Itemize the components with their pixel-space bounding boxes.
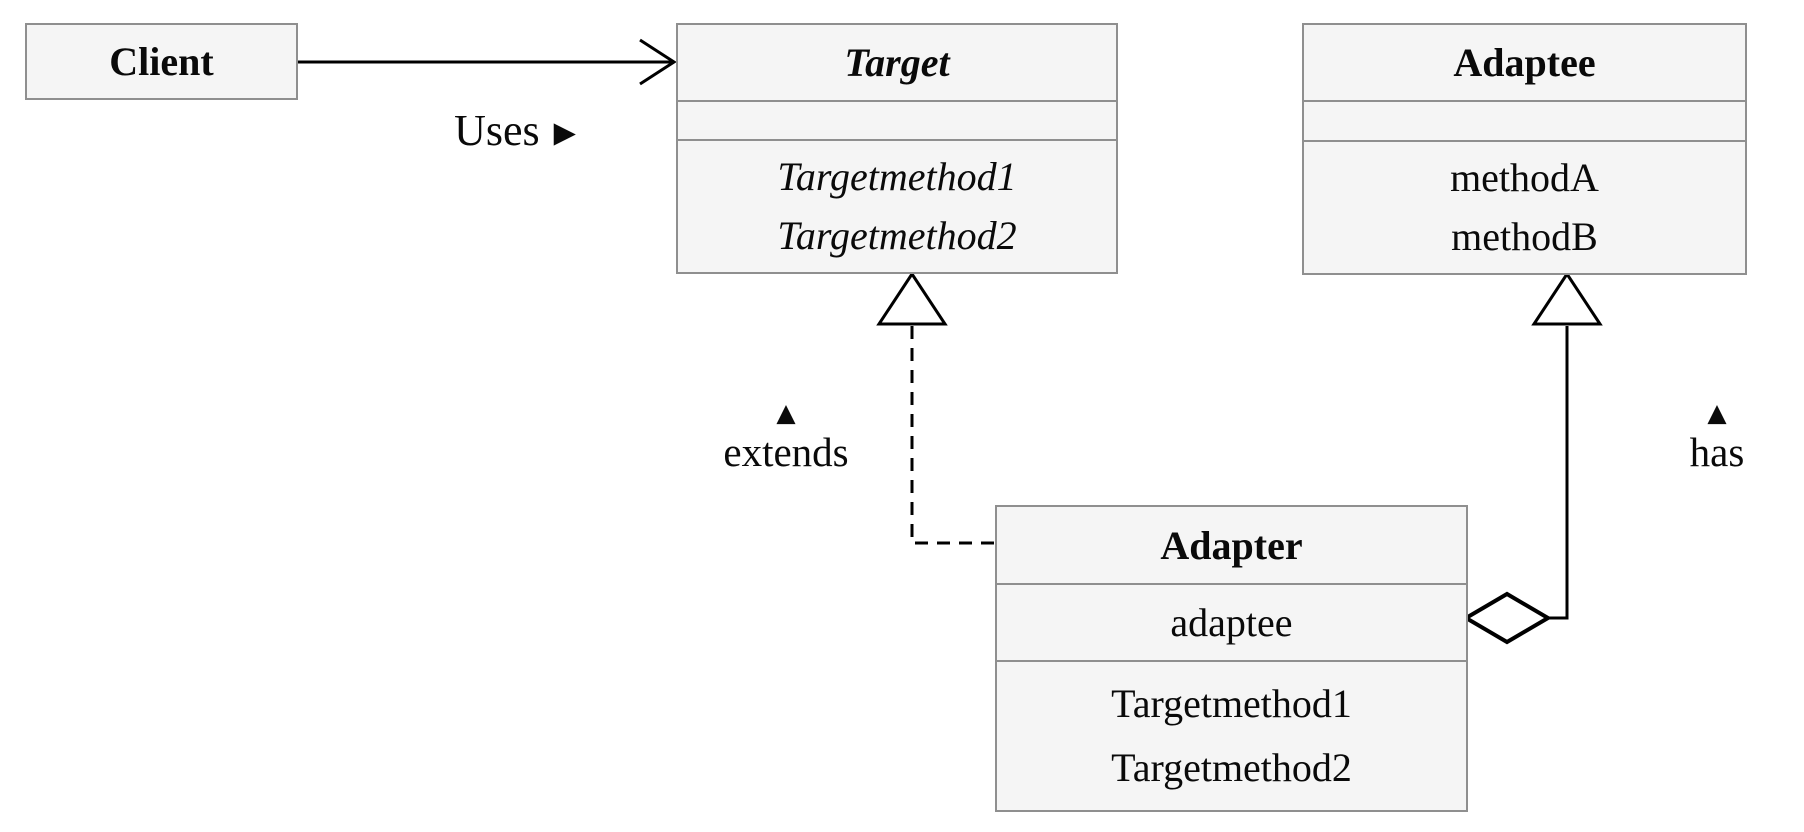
class-field: adaptee [997, 583, 1466, 660]
relation-label-has: ▲ has [1632, 400, 1802, 476]
uses-association-line [298, 38, 677, 86]
class-title-target: Target [844, 40, 950, 85]
class-method: Targetmethod2 [777, 212, 1017, 258]
class-box-client: Client [25, 23, 298, 100]
class-method: Targetmethod1 [777, 154, 1017, 200]
arrow-right-icon: ▶ [553, 115, 576, 149]
relation-label-text: extends [723, 429, 849, 475]
relation-label-text: Uses [454, 105, 540, 155]
has-aggregation-line [1462, 271, 1603, 645]
class-box-adapter: Adapter adaptee Targetmethod1 Targetmeth… [995, 505, 1468, 812]
class-title-adapter: Adapter [1160, 522, 1303, 568]
relation-label-extends: ▲ extends [701, 400, 871, 476]
class-box-adaptee: Adaptee methodA methodB [1302, 23, 1747, 275]
open-arrowhead-icon [639, 38, 677, 86]
arrow-up-icon: ▲ [776, 398, 796, 427]
class-title-client: Client [109, 39, 214, 84]
class-box-target: Target Targetmethod1 Targetmethod2 [676, 23, 1118, 274]
methods-compartment: Targetmethod1 Targetmethod2 [997, 660, 1466, 810]
class-method: Targetmethod2 [1111, 745, 1352, 790]
fields-compartment-empty [678, 100, 1116, 139]
class-method: methodB [1451, 213, 1598, 259]
methods-compartment: Targetmethod1 Targetmethod2 [678, 139, 1116, 272]
extends-realization-line [876, 271, 995, 545]
class-method: methodA [1450, 155, 1599, 201]
class-title-adaptee: Adaptee [1453, 40, 1596, 85]
methods-compartment: methodA methodB [1304, 140, 1745, 273]
relation-label-uses: Uses ▶ [420, 104, 610, 156]
inheritance-triangle-icon [1531, 271, 1603, 326]
relation-label-text: has [1689, 429, 1745, 475]
class-method: Targetmethod1 [1111, 681, 1352, 726]
arrow-up-icon: ▲ [1707, 398, 1727, 427]
aggregation-diamond-icon [1462, 591, 1552, 645]
fields-compartment-empty [1304, 100, 1745, 140]
inheritance-triangle-icon [876, 271, 948, 326]
